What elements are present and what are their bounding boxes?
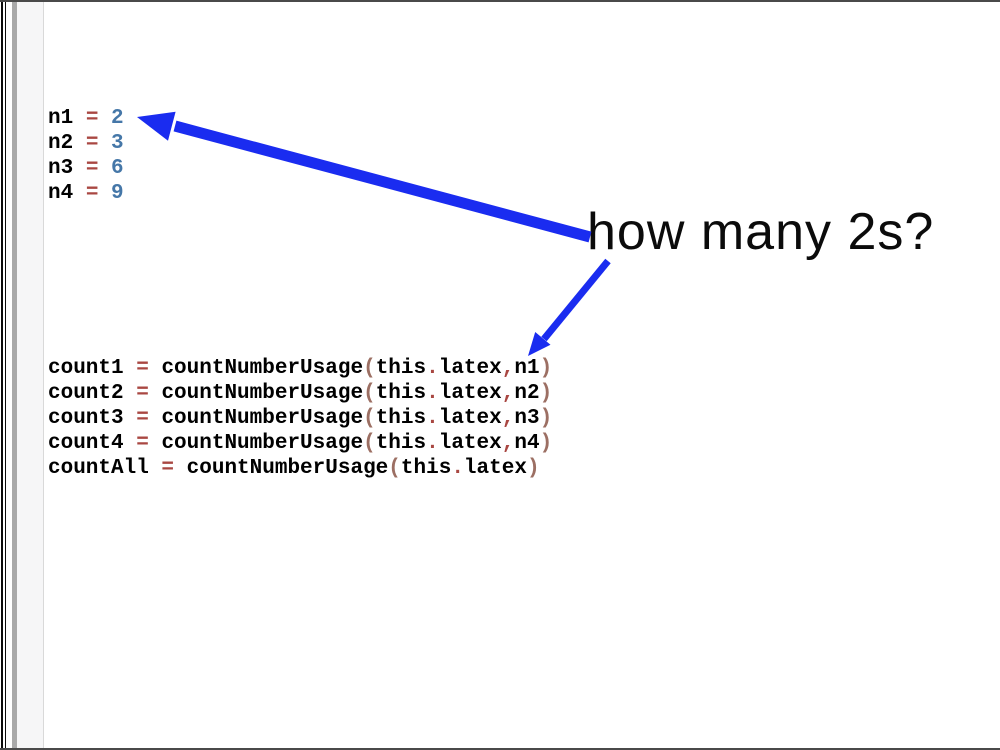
collapsed-side-panel [17, 0, 44, 750]
code-line: n3 = 6 [48, 157, 124, 180]
arrow-to-count-call-shaft [541, 258, 611, 342]
window-left-edge-line-inner [5, 0, 6, 750]
arrow-to-variable-value [137, 111, 592, 243]
arrow-to-count-call [528, 258, 611, 356]
code-line: n4 = 9 [48, 182, 124, 205]
code-line: count3 = countNumberUsage(this.latex,n3) [48, 407, 553, 430]
code-line: n1 = 2 [48, 107, 124, 130]
code-line: count1 = countNumberUsage(this.latex,n1) [48, 357, 553, 380]
arrow-to-count-call-head [528, 332, 551, 356]
code-block-count-calls: count1 = countNumberUsage(this.latex,n1)… [48, 356, 552, 481]
window-bottom-border [0, 748, 1000, 750]
code-line: countAll = countNumberUsage(this.latex) [48, 457, 540, 480]
arrow-to-variable-value-shaft [173, 120, 592, 243]
window-left-edge-line-outer [1, 0, 3, 750]
arrow-to-variable-value-head [137, 111, 176, 141]
code-line: n2 = 3 [48, 132, 124, 155]
slide-heading: how many 2s? [587, 203, 935, 261]
window-top-border [0, 0, 1000, 2]
vertical-scrollbar[interactable] [12, 0, 17, 750]
code-line: count2 = countNumberUsage(this.latex,n2) [48, 382, 553, 405]
code-line: count4 = countNumberUsage(this.latex,n4) [48, 432, 553, 455]
